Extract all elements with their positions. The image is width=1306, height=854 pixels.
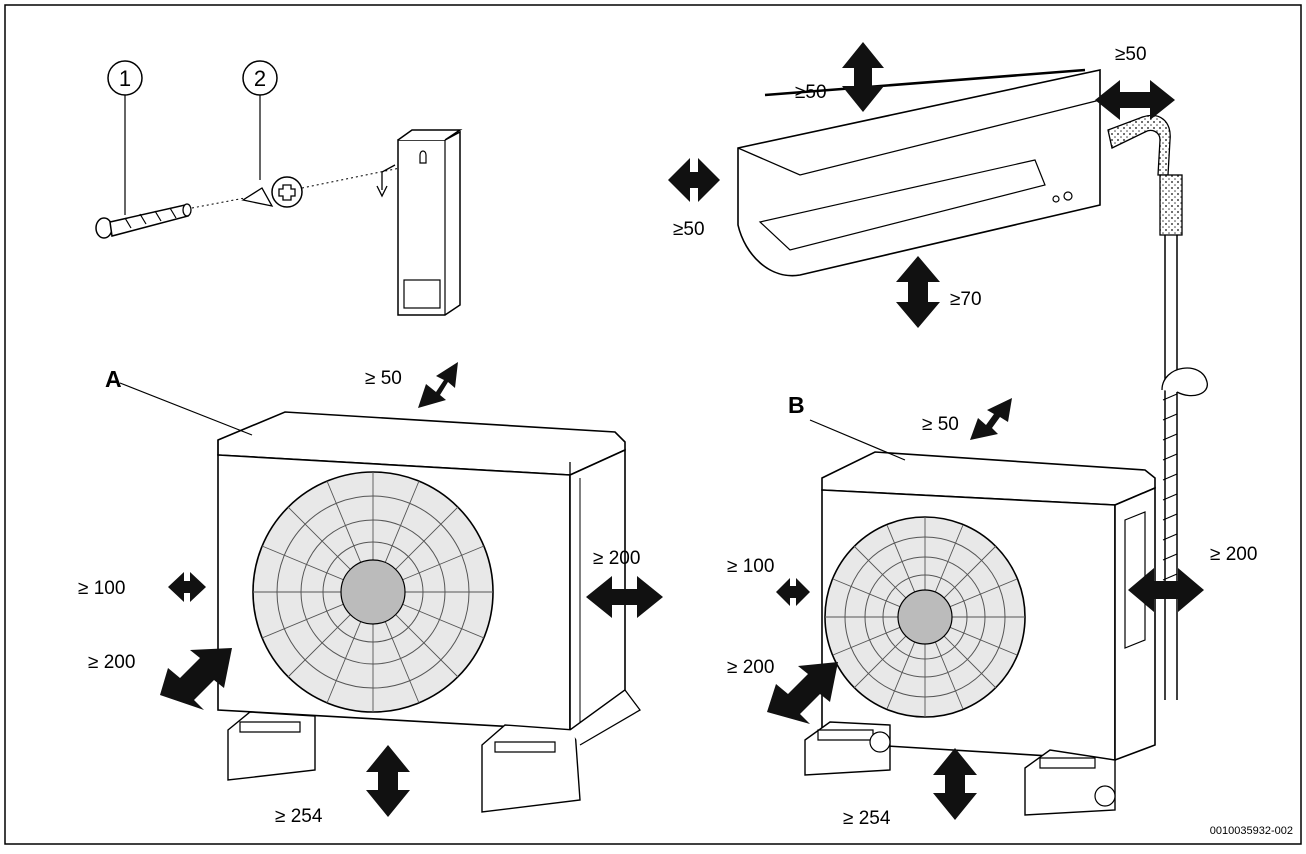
indoor-bottom-clearance-arrow [896, 256, 940, 328]
fan-grille-a [252, 471, 494, 713]
outdoor-a-left-clearance-arrow [168, 572, 206, 602]
outdoor-b-front-clearance-label: ≥ 200 [727, 657, 774, 678]
unit-letter-a: A [105, 366, 122, 392]
outdoor-unit-a [217, 411, 641, 813]
screw-icon [241, 176, 303, 208]
indoor-top-clearance-label: ≥50 [795, 82, 827, 103]
outdoor-b-right-clearance-arrow [1128, 568, 1204, 612]
outdoor-a-bottom-clearance-label: ≥ 254 [275, 806, 323, 827]
outdoor-a-bottom-clearance-arrow [366, 745, 410, 817]
indoor-right-clearance-arrow [1095, 80, 1175, 120]
wall-plug-icon [95, 203, 192, 239]
outdoor-b-front-clearance-arrow [767, 662, 838, 724]
outdoor-a-left-clearance-label: ≥ 100 [78, 578, 125, 599]
outdoor-b-bottom-clearance-arrow [933, 748, 977, 820]
indoor-bottom-clearance-label: ≥70 [950, 289, 982, 310]
indoor-left-clearance-label: ≥50 [673, 219, 705, 240]
outdoor-a-right-clearance-arrow [586, 576, 663, 618]
outdoor-b-top-clearance-arrow [970, 398, 1012, 440]
figure-frame [4, 4, 1302, 845]
mounting-bracket-icon [376, 129, 463, 316]
outdoor-unit-b [804, 451, 1156, 816]
outdoor-b-right-clearance-label: ≥ 200 [1210, 544, 1257, 565]
callout-1-label: 1 [119, 66, 131, 91]
indoor-left-clearance-arrow [668, 158, 720, 202]
callout-2-label: 2 [254, 66, 266, 91]
wall-fixing-hardware: 1 2 [95, 60, 463, 316]
indoor-right-clearance-label: ≥50 [1115, 44, 1147, 65]
outdoor-a-top-clearance-label: ≥ 50 [365, 368, 402, 389]
outdoor-b-bottom-clearance-label: ≥ 254 [843, 808, 891, 829]
outdoor-a-right-clearance-label: ≥ 200 [593, 548, 640, 569]
outdoor-b-left-clearance-arrow [776, 578, 810, 606]
outdoor-a-front-clearance-label: ≥ 200 [88, 652, 135, 673]
outdoor-a-top-clearance-arrow [418, 362, 458, 408]
fan-grille-b [824, 516, 1026, 718]
indoor-top-clearance-arrow [842, 42, 884, 112]
document-code: 0010035932-002 [1210, 825, 1293, 837]
indoor-unit [737, 68, 1208, 700]
outdoor-b-left-clearance-label: ≥ 100 [727, 556, 774, 577]
unit-letter-b: B [788, 392, 805, 418]
outdoor-a-front-clearance-arrow [160, 648, 232, 710]
outdoor-b-top-clearance-label: ≥ 50 [922, 414, 959, 435]
